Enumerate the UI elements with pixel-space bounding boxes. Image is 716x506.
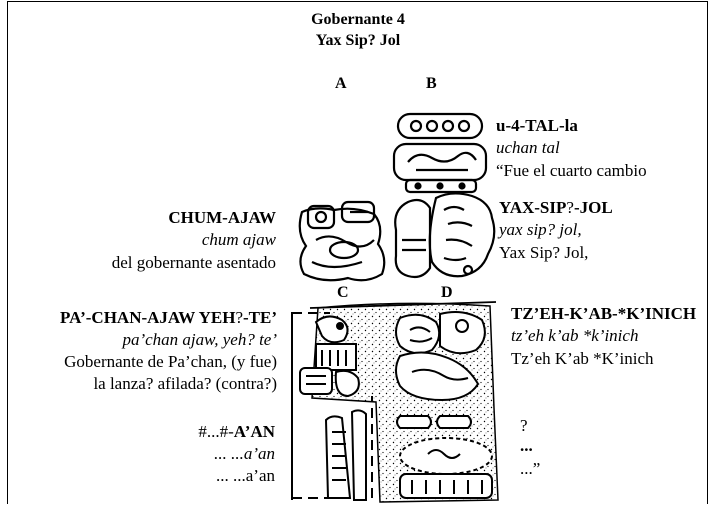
glyph-b2 xyxy=(395,193,494,277)
glyph-a2 xyxy=(300,202,385,280)
glyph-b1 xyxy=(394,114,486,192)
glyph-panel-cd xyxy=(300,302,498,502)
